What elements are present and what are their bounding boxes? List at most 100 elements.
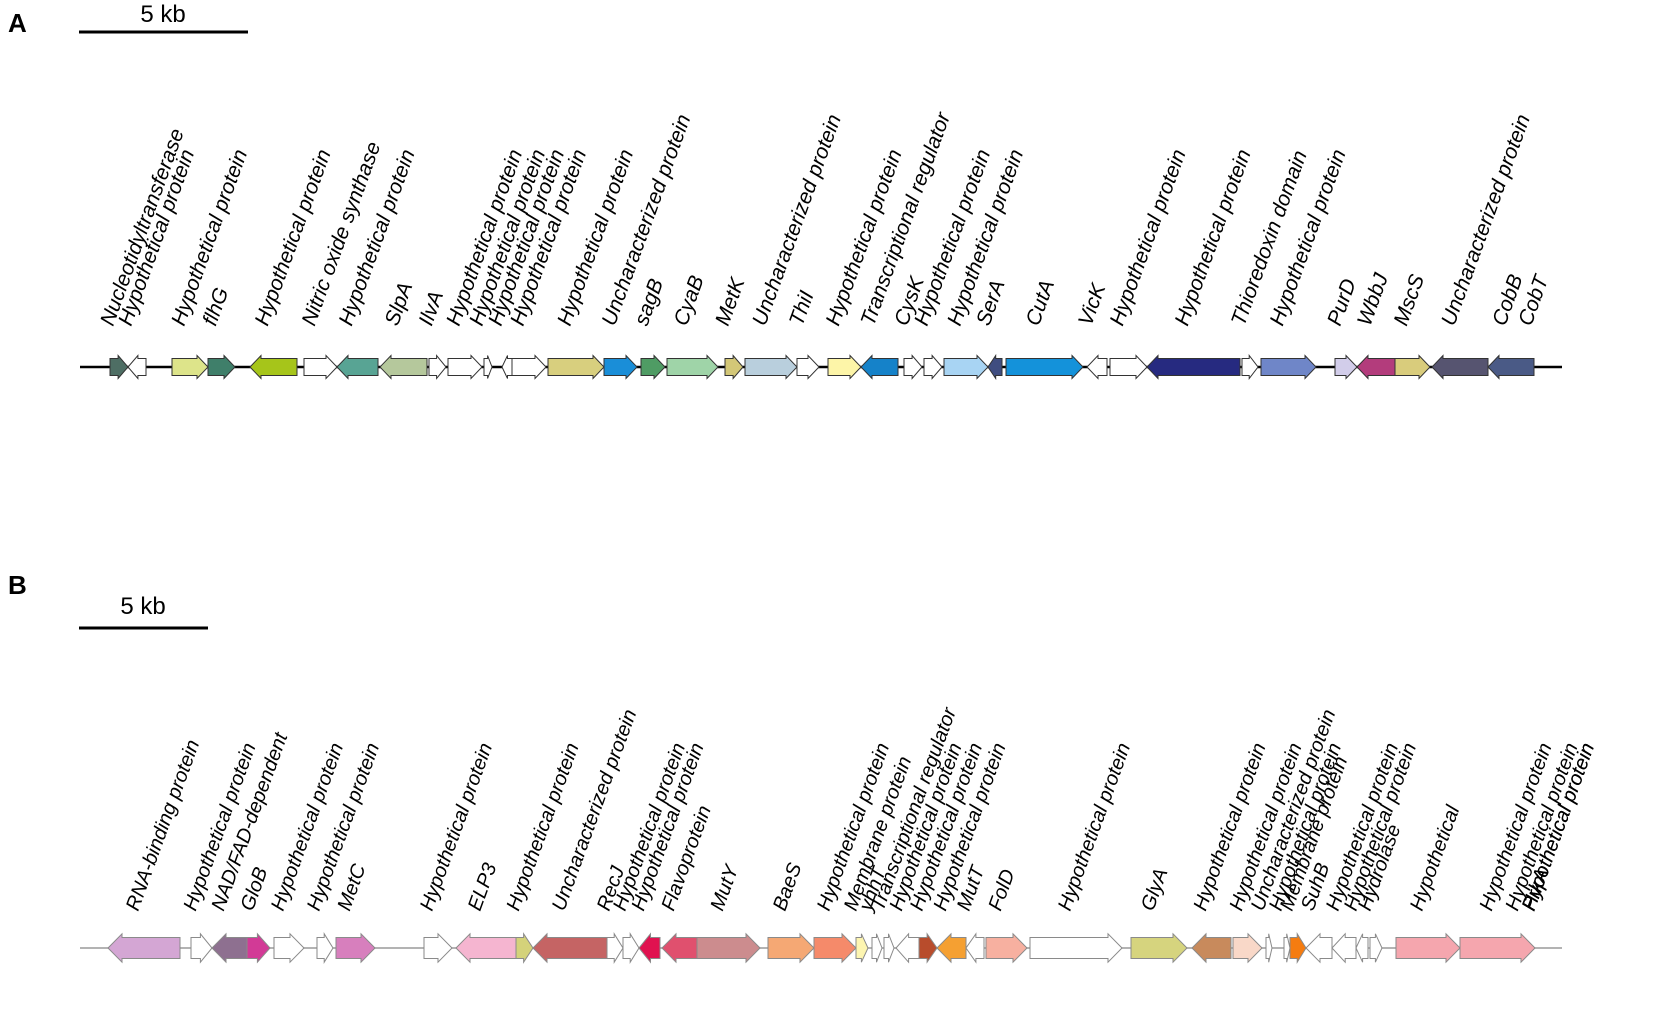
- panel-a-gene-arrow: [923, 354, 943, 380]
- panel-b-gene-arrow: [107, 932, 181, 964]
- panel-b-gene-arrow: [883, 933, 895, 963]
- panel-b-gene-arrow: [455, 932, 517, 964]
- panel-a-gene-arrow: [447, 354, 483, 380]
- panel-a-gene-label: IlvA: [415, 288, 449, 329]
- panel-b-gene-arrow: [423, 932, 453, 964]
- panel-a-gene-arrow: [547, 354, 605, 380]
- panel-b-gene-arrow: [855, 933, 869, 963]
- panel-b-gene-arrow: [1191, 932, 1232, 964]
- panel-b-gene-label: BaeS: [769, 860, 807, 914]
- panel-a-gene-arrow: [483, 355, 493, 379]
- panel-a-gene-arrow: [943, 354, 989, 380]
- panel-b-gene-arrow: [335, 932, 376, 964]
- panel-a-gene-label: CyaB: [670, 273, 709, 329]
- panel-a-gene-arrow: [501, 355, 513, 379]
- panel-b-gene-label: FolD: [985, 866, 1020, 913]
- panel-a-gene-arrow: [1086, 354, 1108, 380]
- panel-b-gene-arrow: [1395, 932, 1461, 964]
- panel-a-gene-arrow: [1334, 354, 1358, 380]
- panel-a-genes: [109, 353, 1535, 381]
- panel-a-gene-arrow: [903, 354, 923, 380]
- panel-b-gene-arrow: [1283, 933, 1291, 963]
- panel-a-gene-arrow: [640, 354, 666, 380]
- panel-a-gene-arrow: [1241, 354, 1259, 380]
- panel-a-gene-arrow: [171, 354, 209, 380]
- panel-a-gene-arrow: [603, 354, 638, 380]
- panel-a-gene-label: CutA: [1022, 277, 1060, 329]
- panel-a-gene-arrow: [1260, 354, 1317, 380]
- panel-a-gene-arrow: [1005, 354, 1084, 380]
- panel-b-gene-label: GlyA: [1137, 865, 1172, 913]
- panel-a-gene-arrow: [1356, 354, 1396, 380]
- panel-b-gene-arrow: [918, 932, 938, 964]
- panel-b-gene-arrow: [190, 932, 213, 964]
- panel-b-gene-arrow: [895, 932, 920, 964]
- panel-b-gene-arrow: [532, 932, 608, 964]
- panel-a-gene-label: MetK: [711, 274, 750, 329]
- panel-b-gene-arrow: [211, 932, 248, 964]
- panel-a-gene-arrow: [987, 353, 1003, 381]
- panel-a-gene-arrow: [1109, 354, 1148, 380]
- panel-a-scale-label: 5 kb: [140, 1, 185, 28]
- panel-b-gene-label: Hypothetical protein: [1054, 740, 1135, 914]
- panel-b-gene-arrow: [606, 932, 624, 964]
- panel-a-gene-arrow: [207, 354, 236, 380]
- panel-b-gene-arrow: [1029, 932, 1123, 964]
- panel-b-scale-label: 5 kb: [120, 593, 165, 620]
- panel-b-gene-arrow: [1355, 933, 1369, 963]
- panel-b-gene-arrow: [696, 932, 761, 964]
- panel-b-gene-arrow: [246, 932, 271, 964]
- panel-b-gene-arrow: [273, 932, 305, 964]
- panel-a-gene-label: flhG: [199, 285, 234, 329]
- panel-a-gene-arrow: [860, 354, 899, 380]
- panel-a-gene-arrow: [1394, 354, 1431, 380]
- panel-b-gene-arrow: [661, 932, 698, 964]
- panel-b-gene-arrow: [1289, 932, 1307, 964]
- panel-b-gene-arrow: [936, 932, 967, 964]
- panel-b-gene-arrow: [1459, 932, 1536, 964]
- panel-a-gene-arrow: [249, 354, 298, 380]
- panel-a-gene-arrow: [428, 354, 447, 380]
- panel-a-gene-arrow: [1431, 354, 1489, 380]
- panel-b-gene-label: ELP3: [464, 860, 501, 914]
- panel-a-gene-arrow: [827, 354, 862, 380]
- panel-b-gene-arrow: [622, 932, 640, 964]
- panel-a-gene-arrow: [511, 354, 547, 380]
- panel-b-gene-arrow: [515, 932, 534, 964]
- panel-b-gene-arrow: [316, 932, 334, 964]
- panel-a-gene-arrow: [109, 354, 129, 380]
- panel-a-gene-arrow: [127, 354, 147, 380]
- panel-a-gene-arrow: [336, 354, 379, 380]
- panel-a-gene-arrow: [666, 354, 719, 380]
- panel-b-gene-arrow: [1369, 933, 1383, 963]
- panel-a-gene-label: WbbJ: [1353, 270, 1393, 329]
- panel-b-gene-arrow: [638, 932, 661, 964]
- panel-a-gene-arrow: [1146, 354, 1241, 380]
- panel-a-gene-arrow: [724, 354, 744, 380]
- panel-b-gene-label: Hypothetical: [1406, 802, 1465, 913]
- panel-a-gene-arrow: [379, 354, 428, 380]
- panel-b-genes: [107, 932, 1536, 964]
- panel-b-gene-label: MutY: [707, 861, 744, 914]
- panel-a-gene-arrow: [744, 354, 798, 380]
- panel-a: A 5 kb NucleotidyltransferaseHypothetica…: [8, 1, 1562, 381]
- panel-b-gene-arrow: [767, 932, 815, 964]
- panel-b-gene-arrow: [965, 932, 985, 964]
- panel-a-gene-label: MscS: [1390, 272, 1430, 329]
- panel-b-gene-arrow: [1305, 932, 1333, 964]
- panel-a-gene-arrow: [796, 354, 820, 380]
- panel-b-letter: B: [8, 570, 27, 600]
- panel-b-gene-arrow: [985, 932, 1028, 964]
- panel-a-gene-label: SlpA: [381, 279, 418, 329]
- panel-a-letter: A: [8, 8, 27, 38]
- panel-b-gene-arrow: [1130, 932, 1188, 964]
- panel-a-gene-arrow: [1487, 354, 1535, 380]
- panel-b-gene-arrow: [1232, 932, 1263, 964]
- panel-b-gene-arrow: [1331, 932, 1357, 964]
- panel-a-gene-label: ThiI: [785, 288, 819, 329]
- panel-b-gene-arrow: [813, 932, 857, 964]
- panel-a-gene-label: sagB: [630, 276, 668, 329]
